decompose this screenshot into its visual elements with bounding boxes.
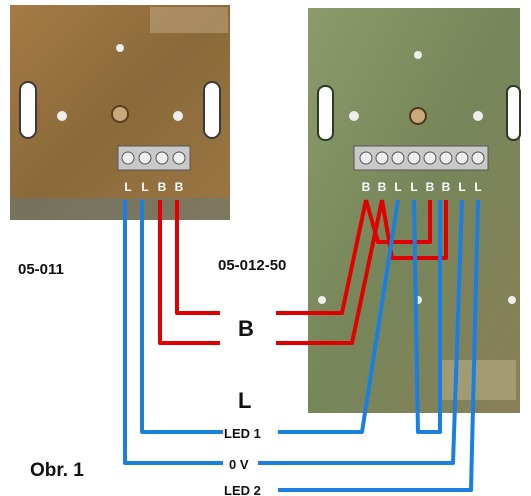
blue-wire-led1-right xyxy=(278,199,400,434)
red-wire-left-b2 xyxy=(175,200,220,315)
terminal-letter: B xyxy=(426,180,435,194)
blue-wire-led1 xyxy=(140,200,223,434)
blue-wire-loop xyxy=(412,199,442,434)
module-label-05-012-50: 05-012-50 xyxy=(218,257,286,274)
terminal-screws xyxy=(121,151,186,165)
mount-slot-left xyxy=(19,81,37,139)
terminal-letter: B xyxy=(158,180,167,194)
mount-hole xyxy=(473,111,483,121)
terminal-screws xyxy=(359,151,485,165)
terminal-screw xyxy=(455,151,469,165)
terminal-screw xyxy=(121,151,135,165)
mount-hole xyxy=(349,111,359,121)
terminal-screw xyxy=(471,151,485,165)
terminal-letters-right: B B L L B B L L xyxy=(362,180,482,194)
bus-label-l: L xyxy=(238,388,251,413)
terminal-letter: B xyxy=(378,180,387,194)
terminal-screw xyxy=(407,151,421,165)
bus-label-b: B xyxy=(238,316,254,341)
mount-hole xyxy=(173,111,183,121)
blue-wire-led2 xyxy=(278,199,480,492)
mount-hole xyxy=(57,111,67,121)
board-edge xyxy=(150,7,228,33)
board-detail xyxy=(440,360,516,400)
red-wire-left-b1 xyxy=(158,200,220,345)
terminal-letter: L xyxy=(474,180,481,194)
terminal-screw xyxy=(391,151,405,165)
board-detail xyxy=(10,198,230,220)
terminal-screw xyxy=(375,151,389,165)
mount-hole xyxy=(116,44,124,52)
red-wire-cross-1 xyxy=(364,199,432,244)
mount-hole xyxy=(414,51,422,59)
terminal-screw xyxy=(138,151,152,165)
center-screw-hole xyxy=(111,105,129,123)
blue-wire-0v-right xyxy=(258,199,464,465)
terminal-letter: L xyxy=(458,180,465,194)
module-05-011: L L B B xyxy=(10,5,230,220)
terminal-letter: B xyxy=(442,180,451,194)
label-led2: LED 2 xyxy=(224,483,261,496)
terminal-letters-left: L L B B xyxy=(124,180,183,194)
terminal-screw xyxy=(359,151,373,165)
red-wires xyxy=(158,199,448,345)
terminal-letter: B xyxy=(175,180,184,194)
red-wire-cross-2 xyxy=(380,199,448,260)
terminal-letter: L xyxy=(410,180,417,194)
mount-slot-right xyxy=(203,81,221,139)
mount-slot-right xyxy=(506,85,521,141)
terminal-letter: B xyxy=(362,180,371,194)
terminal-screw xyxy=(172,151,186,165)
mount-hole xyxy=(508,296,516,304)
blue-wires xyxy=(123,199,480,492)
terminal-letter: L xyxy=(394,180,401,194)
center-screw-hole xyxy=(409,107,427,125)
mount-slot-left xyxy=(317,85,334,141)
terminal-screw xyxy=(423,151,437,165)
red-wire-right-b-lower xyxy=(276,199,384,345)
red-wire-right-b-upper xyxy=(276,199,368,315)
module-05-012-50: B B L L B B L L xyxy=(308,8,521,413)
terminal-screw xyxy=(439,151,453,165)
terminal-screw xyxy=(155,151,169,165)
label-led1: LED 1 xyxy=(224,426,261,441)
label-0v: 0 V xyxy=(229,457,249,472)
module-label-05-011: 05-011 xyxy=(18,261,64,278)
terminal-letter: L xyxy=(124,180,131,194)
mount-hole xyxy=(318,296,326,304)
blue-wire-0v xyxy=(123,200,223,465)
terminal-letter: L xyxy=(141,180,148,194)
figure-caption: Obr. 1 xyxy=(30,460,84,481)
